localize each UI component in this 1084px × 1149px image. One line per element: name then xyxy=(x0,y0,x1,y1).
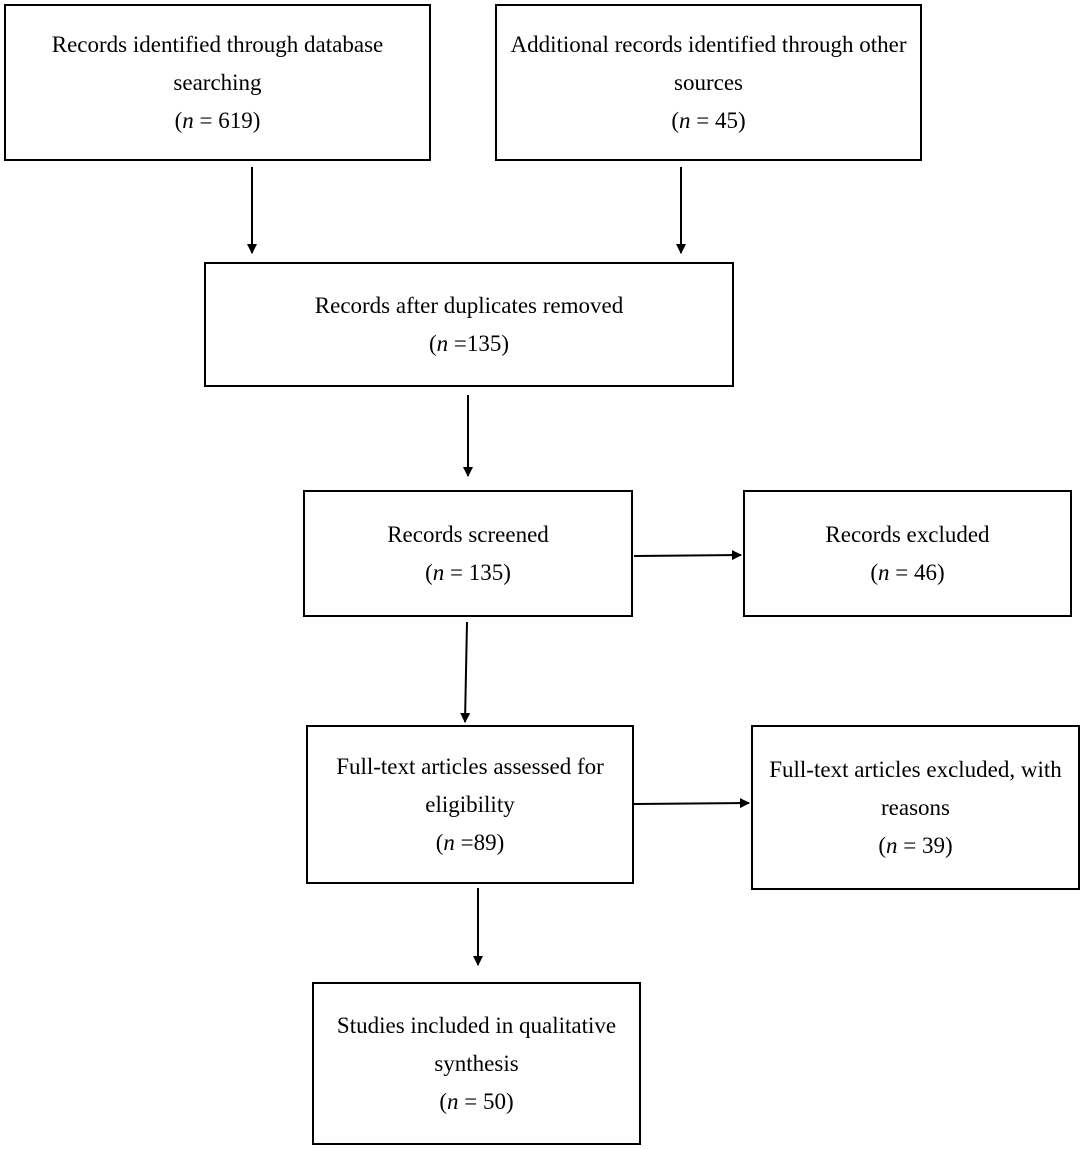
studies-included-count: (n = 50) xyxy=(439,1088,514,1114)
fulltext-assessed-label: Full-text articles assessed for eligibil… xyxy=(336,753,604,817)
studies-included-label: Studies included in qualitative synthesi… xyxy=(336,1012,617,1076)
database-records-label: Records identified through database sear… xyxy=(51,31,384,95)
fulltext-excluded-count: (n = 39) xyxy=(878,832,953,858)
fulltext-excluded-box: Full-text articles excluded, with reason… xyxy=(751,725,1080,890)
records-screened-count: (n = 135) xyxy=(425,559,511,585)
arrow-screened-to-fulltext xyxy=(460,621,471,723)
database-records-box: Records identified through database sear… xyxy=(4,4,431,161)
records-excluded-label: Records excluded xyxy=(825,521,990,547)
records-excluded-count: (n = 46) xyxy=(870,559,945,585)
other-sources-count: (n = 45) xyxy=(671,107,746,133)
records-screened-box: Records screened (n = 135) xyxy=(303,490,633,617)
studies-included-box: Studies included in qualitative synthesi… xyxy=(312,982,641,1145)
fulltext-excluded-label: Full-text articles excluded, with reason… xyxy=(769,756,1062,820)
fulltext-assessed-box: Full-text articles assessed for eligibil… xyxy=(306,725,634,884)
records-screened-label: Records screened xyxy=(387,521,549,547)
duplicates-removed-box: Records after duplicates removed (n =135… xyxy=(204,262,734,387)
duplicates-removed-count: (n =135) xyxy=(428,330,510,356)
fulltext-assessed-count: (n =89) xyxy=(435,829,505,855)
arrow-screened-to-excluded xyxy=(633,550,742,561)
other-sources-label: Additional records identified through ot… xyxy=(510,31,907,95)
database-records-count: (n = 619) xyxy=(174,107,261,133)
other-sources-box: Additional records identified through ot… xyxy=(495,4,922,161)
duplicates-removed-label: Records after duplicates removed xyxy=(314,292,624,318)
records-excluded-box: Records excluded (n = 46) xyxy=(743,490,1072,617)
arrow-fulltext-to-fulltext-excluded xyxy=(633,798,750,809)
